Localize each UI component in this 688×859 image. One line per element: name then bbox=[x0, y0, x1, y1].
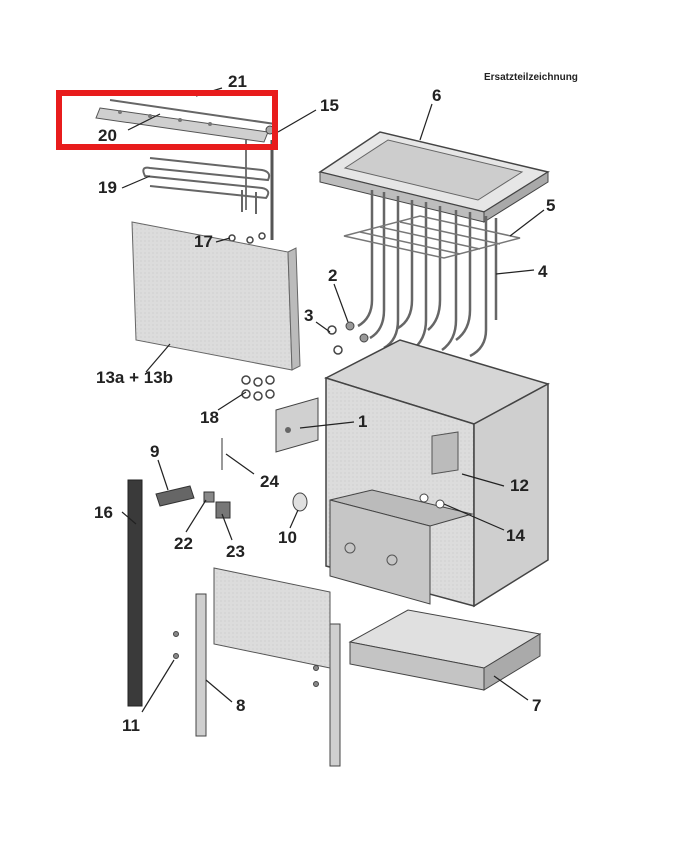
label-18: 18 bbox=[200, 408, 219, 427]
label-16: 16 bbox=[94, 503, 113, 522]
label-12: 12 bbox=[510, 476, 529, 495]
part-6-top-cover[interactable] bbox=[318, 131, 550, 223]
highlight-box-part-20 bbox=[56, 90, 278, 150]
label-3: 3 bbox=[304, 306, 314, 325]
label-2: 2 bbox=[328, 266, 338, 285]
part-11-screws[interactable] bbox=[173, 631, 319, 687]
label-11: 11 bbox=[122, 716, 140, 735]
label-5: 5 bbox=[546, 196, 556, 215]
part-5-grid-rack[interactable] bbox=[343, 215, 521, 259]
part-9-terminal-block[interactable] bbox=[155, 485, 195, 507]
label-1: 1 bbox=[358, 412, 368, 431]
part-19-coil-heater[interactable] bbox=[142, 157, 271, 214]
part-1-bracket[interactable] bbox=[275, 397, 319, 453]
label-10: 10 bbox=[278, 528, 297, 547]
label-21: 21 bbox=[228, 72, 247, 91]
label-6: 6 bbox=[432, 86, 442, 105]
label-24: 24 bbox=[260, 472, 279, 491]
label-19: 19 bbox=[98, 178, 117, 197]
part-18-rings[interactable] bbox=[241, 375, 275, 401]
label-13: 13a + 13b bbox=[96, 368, 174, 387]
label-17: 17 bbox=[194, 232, 213, 251]
label-14: 14 bbox=[506, 526, 525, 545]
part-20-heater-bar[interactable] bbox=[95, 99, 276, 143]
part-7-tray[interactable] bbox=[348, 609, 542, 691]
part-4-heating-elements[interactable] bbox=[357, 190, 498, 358]
part-14-terminal-box[interactable] bbox=[329, 489, 474, 605]
leader-lines bbox=[121, 87, 545, 713]
label-4: 4 bbox=[538, 262, 548, 281]
part-8-legs[interactable] bbox=[195, 567, 341, 767]
label-20: 20 bbox=[98, 126, 117, 145]
label-7: 7 bbox=[532, 696, 542, 715]
part-10-lamp[interactable] bbox=[292, 492, 308, 512]
label-22: 22 bbox=[174, 534, 193, 553]
label-8: 8 bbox=[236, 696, 246, 715]
label-9: 9 bbox=[150, 442, 160, 461]
part-22-23-switch[interactable] bbox=[203, 491, 231, 519]
part-3-washers[interactable] bbox=[327, 325, 343, 355]
part-16-rod[interactable] bbox=[127, 479, 143, 707]
part-15-sensor-rod[interactable] bbox=[245, 140, 274, 240]
part-13-side-panel[interactable] bbox=[131, 221, 301, 371]
label-15: 15 bbox=[320, 96, 339, 115]
label-23: 23 bbox=[226, 542, 245, 561]
drawing-title: Ersatzteilzeichnung bbox=[484, 72, 578, 83]
